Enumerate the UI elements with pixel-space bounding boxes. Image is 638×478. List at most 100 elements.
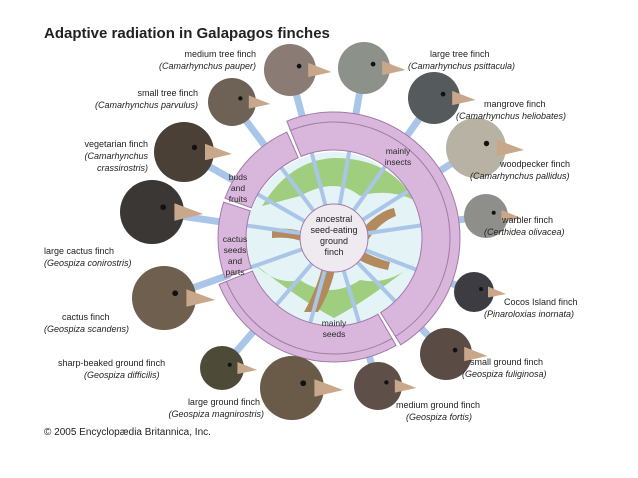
inner-branch-line xyxy=(351,164,388,213)
finch-heads xyxy=(120,42,524,420)
finch-medium-ground-sci: (Geospiza fortis) xyxy=(406,412,472,422)
finch-beak xyxy=(237,361,258,375)
finch-eye xyxy=(440,91,446,97)
finch-beak xyxy=(497,139,524,157)
finch-large-tree-common: large tree finch xyxy=(430,49,490,59)
diet-seeds-line-2: seeds xyxy=(323,329,346,339)
finch-woodpecker-common: woodpecker finch xyxy=(499,159,570,169)
inner-branch-line xyxy=(360,188,411,222)
finch-head xyxy=(120,180,204,244)
copyright-credit: © 2005 Encyclopædia Britannica, Inc. xyxy=(44,427,211,438)
finch-mangrove-common: mangrove finch xyxy=(484,99,546,109)
diet-insects-line-2: insects xyxy=(385,157,411,167)
diet-ring xyxy=(217,111,461,363)
finch-large-ground-sci: (Geospiza magnirostris) xyxy=(168,409,264,419)
finch-beak xyxy=(314,379,344,397)
finch-head xyxy=(208,78,271,126)
finch-small-ground-common: small ground finch xyxy=(470,357,543,367)
finch-medium-ground-common: medium ground finch xyxy=(396,400,480,410)
inner-branch-line xyxy=(365,223,424,236)
finch-warbler-common: warbler finch xyxy=(501,215,553,225)
diet-cactus-line-2: seeds xyxy=(224,245,247,255)
finch-mangrove-sci: (Camarhynchus heliobates) xyxy=(456,111,566,121)
finch-beak xyxy=(488,286,506,298)
inner-branch-line xyxy=(309,150,328,208)
finch-head xyxy=(408,72,476,124)
diet-buds-line-3: fruits xyxy=(229,194,247,204)
finch-large-ground-common: large ground finch xyxy=(188,397,260,407)
finch-beak xyxy=(464,346,488,362)
finch-beak xyxy=(186,289,216,307)
finch-vegetarian-sci-1: (Camarhynchus xyxy=(84,151,148,161)
diet-cactus-line-3: and xyxy=(228,256,242,266)
finch-head xyxy=(264,44,332,96)
finch-head-body xyxy=(200,346,244,390)
finch-head-body xyxy=(354,362,402,410)
finch-eye xyxy=(172,290,179,297)
finch-cocos-common: Cocos Island finch xyxy=(504,297,578,307)
diet-seeds-line-1: mainly xyxy=(322,318,347,328)
finch-head-body xyxy=(454,272,494,312)
finch-eye xyxy=(296,63,302,69)
inner-branch-line xyxy=(249,247,304,270)
finch-labels: medium tree finch (Camarhynchus pauper) … xyxy=(44,49,578,422)
finch-beak xyxy=(452,90,476,106)
diet-buds-line-1: buds xyxy=(229,172,247,182)
finch-head xyxy=(420,328,488,380)
ring-section-buds xyxy=(224,131,299,209)
inner-branch-lines xyxy=(244,149,424,325)
finch-vegetarian-common: vegetarian finch xyxy=(84,139,148,149)
finch-warbler-sci: (Certhidea olivacea) xyxy=(484,227,565,237)
finch-head xyxy=(338,42,406,94)
finch-head-body xyxy=(120,180,184,244)
finch-large-cactus-common: large cactus finch xyxy=(44,246,114,256)
finch-head-body xyxy=(154,122,214,182)
finch-head xyxy=(354,362,417,410)
finch-head xyxy=(446,118,524,178)
finch-head-body xyxy=(260,356,324,420)
finch-sharp-beaked-common: sharp-beaked ground finch xyxy=(58,358,165,368)
finch-head-body xyxy=(264,44,316,96)
finch-head xyxy=(132,266,216,330)
finch-medium-tree-sci: (Camarhynchus pauper) xyxy=(159,61,256,71)
finch-head-body xyxy=(446,118,506,178)
finch-large-tree-sci: (Camarhynchus psittacula) xyxy=(408,61,515,71)
finch-head-body xyxy=(464,194,508,238)
ancestor-line-3: ground xyxy=(320,236,348,246)
finch-beak xyxy=(382,60,406,76)
finch-head xyxy=(260,356,344,420)
finch-vegetarian-sci-2: crassirostris) xyxy=(97,163,148,173)
diet-cactus-line-1: cactus xyxy=(223,234,248,244)
ring-section-cactus xyxy=(217,201,252,279)
inner-branch-line xyxy=(308,268,327,325)
inner-branch-line xyxy=(279,165,316,213)
finch-head-body xyxy=(208,78,256,126)
finch-head xyxy=(154,122,232,182)
finch-eye xyxy=(191,144,198,151)
ancestor-circle xyxy=(299,203,369,273)
finch-cactus-common: cactus finch xyxy=(62,312,110,322)
ring-outer-band-seeds xyxy=(218,280,397,363)
finch-head xyxy=(464,194,522,238)
finch-beak xyxy=(205,143,232,161)
finch-sharp-beaked-sci: (Geospiza difficilis) xyxy=(84,370,160,380)
finch-eye xyxy=(491,210,496,215)
finch-beak xyxy=(248,95,271,109)
finch-head xyxy=(454,272,506,312)
finch-head-body xyxy=(132,266,196,330)
finch-large-cactus-sci: (Geospiza conirostris) xyxy=(44,258,132,268)
ancestor-line-2: seed-eating xyxy=(310,225,357,235)
finch-beak xyxy=(174,203,204,221)
finch-beak xyxy=(308,62,332,78)
finch-eye xyxy=(384,380,389,385)
finch-medium-tree-common: medium tree finch xyxy=(184,49,256,59)
inner-branch-line xyxy=(355,260,398,304)
ring-outer-band-insects xyxy=(286,111,461,346)
finch-eye xyxy=(479,287,483,291)
inner-branch-line xyxy=(274,261,314,307)
inner-branch-line xyxy=(363,248,419,272)
finch-head-body xyxy=(338,42,390,94)
diet-insects-line-1: mainly xyxy=(386,146,411,156)
finch-eye xyxy=(160,204,167,211)
